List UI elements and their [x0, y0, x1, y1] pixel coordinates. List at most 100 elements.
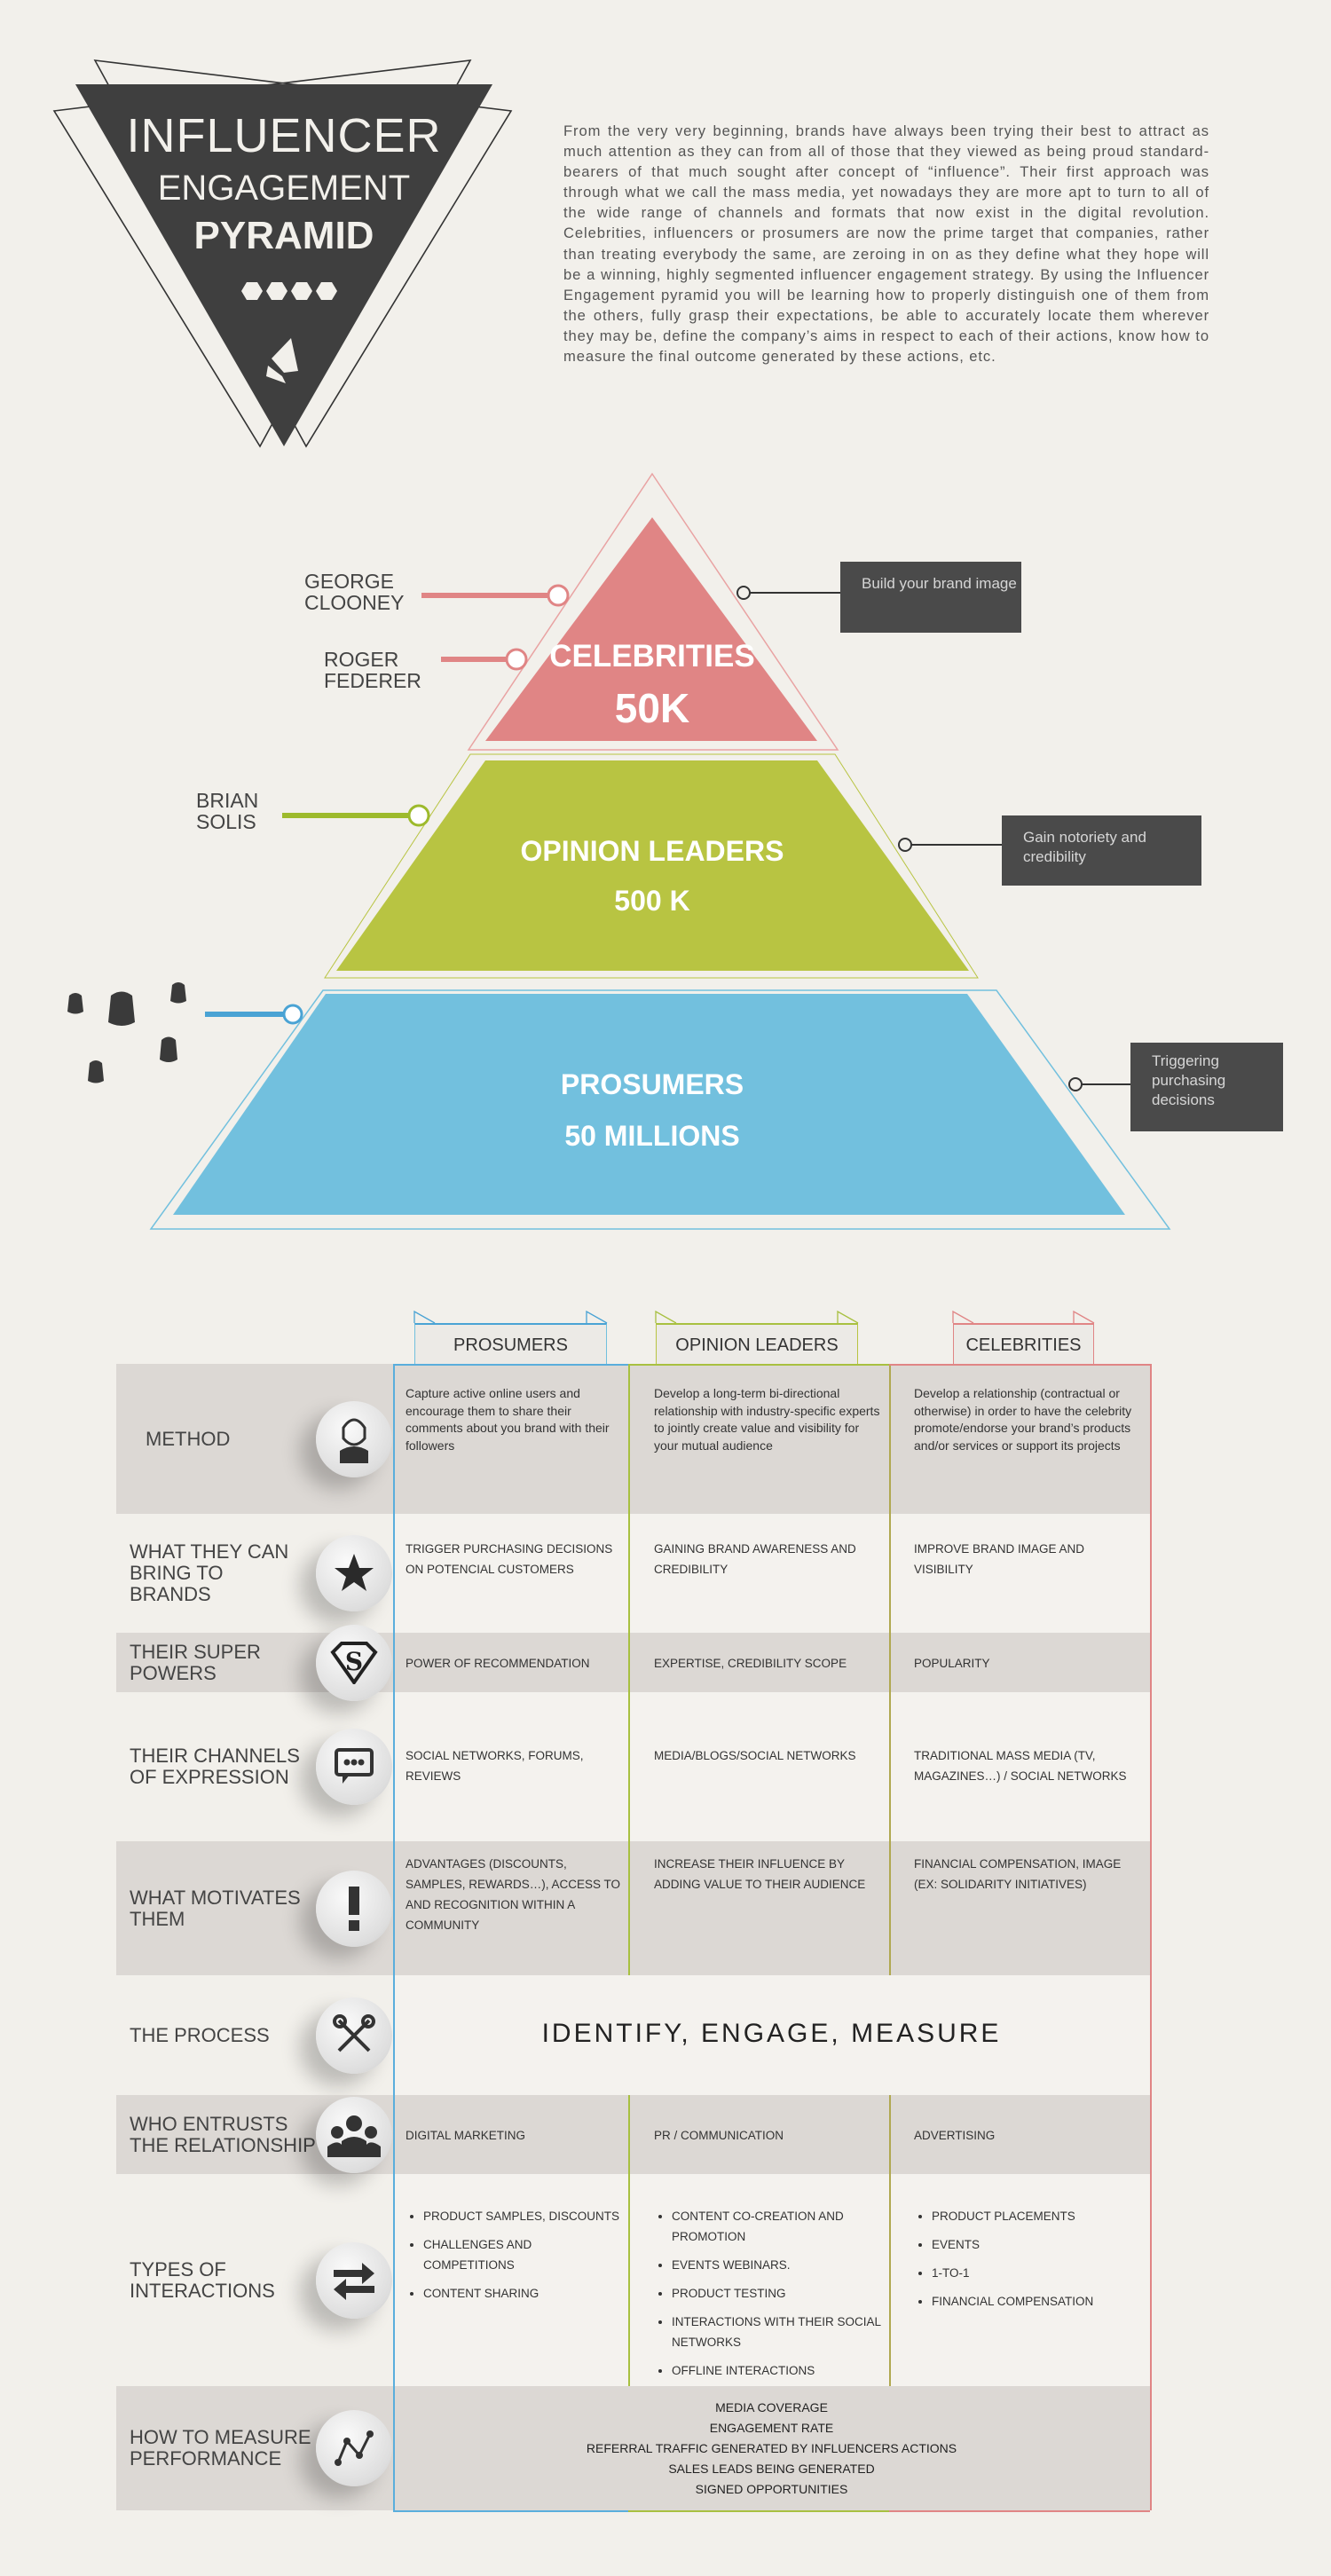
column-border: [889, 1364, 1150, 1366]
table-cell: CONTENT CO-CREATION AND PROMOTION EVENTS …: [654, 2206, 883, 2389]
table-cell: INCREASE THEIR INFLUENCE BY ADDING VALUE…: [654, 1857, 866, 1891]
prosumers-level: [173, 994, 1125, 1215]
list-item: 1-TO-1: [932, 2263, 1146, 2283]
list-item: CONTENT CO-CREATION AND PROMOTION: [672, 2206, 883, 2247]
measure-item: SALES LEADS BEING GENERATED: [668, 2462, 875, 2476]
table-row: [116, 1633, 1150, 1692]
table-cell: Capture active online users and encourag…: [406, 1386, 610, 1453]
tools-icon: [316, 1997, 392, 2074]
svg-text:S: S: [345, 1647, 363, 1676]
column-border: [889, 2510, 1150, 2512]
table-row: [393, 1692, 1150, 1841]
table-cell: SOCIAL NETWORKS, FORUMS, REVIEWS: [406, 1749, 584, 1783]
goal-box-celebrities: Build your brand image: [840, 562, 1021, 633]
opinion-leaders-count: 500 K: [614, 885, 690, 917]
chat-bubble-icon: [316, 1729, 392, 1805]
opinion-leaders-level: [336, 760, 969, 971]
table-cell: DIGITAL MARKETING: [406, 2128, 526, 2142]
hexagon-dots-icon: [241, 282, 337, 300]
measure-item: MEDIA COVERAGE: [715, 2400, 828, 2415]
list-item: PRODUCT SAMPLES, DISCOUNTS: [423, 2206, 623, 2226]
prosumers-outline: [149, 989, 1171, 1230]
table-cell: FINANCIAL COMPENSATION, IMAGE (EX: SOLID…: [914, 1857, 1122, 1891]
connector-dot: [407, 804, 430, 827]
column-header-celebrities: CELEBRITIES: [953, 1323, 1094, 1364]
list-item: CONTENT SHARING: [423, 2283, 623, 2304]
table-cell: TRADITIONAL MASS MEDIA (TV, MAGAZINES…) …: [914, 1749, 1127, 1783]
table-row: [393, 1514, 1150, 1633]
table-cell: TRIGGER PURCHASING DECISIONS ON POTENCIA…: [406, 1542, 613, 1576]
column-border: [628, 1364, 630, 1975]
opinion-leaders-label: OPINION LEADERS: [520, 835, 784, 867]
column-border: [628, 2510, 889, 2512]
list-item: FINANCIAL COMPENSATION: [932, 2291, 1146, 2312]
list-item: EVENTS WEBINARS.: [672, 2255, 883, 2275]
table-cell: EXPERTISE, CREDIBILITY SCOPE: [654, 1656, 847, 1670]
list-item: PRODUCT TESTING: [672, 2283, 883, 2304]
superhero-emblem-icon: S: [316, 1624, 392, 1701]
column-border: [1150, 1364, 1152, 2510]
column-border: [393, 1364, 628, 1366]
table-row: [116, 1841, 1150, 1975]
column-border: [889, 2095, 891, 2386]
measure-item: REFERRAL TRAFFIC GENERATED BY INFLUENCER…: [586, 2441, 957, 2455]
connector-dot: [547, 584, 570, 607]
measure-item: ENGAGEMENT RATE: [709, 2421, 834, 2435]
logo-title-line3: PYRAMID: [193, 214, 374, 257]
table-cell: Develop a relationship (contractual or o…: [914, 1386, 1132, 1453]
table-cell: IMPROVE BRAND IMAGE AND VISIBILITY: [914, 1542, 1085, 1576]
list-item: OFFLINE INTERACTIONS: [672, 2360, 883, 2381]
list-item: EVENTS: [932, 2234, 1146, 2255]
connector-dot: [282, 1004, 303, 1025]
goal-box-prosumers: Triggering purchasing decisions: [1130, 1043, 1283, 1131]
table-cell: PRODUCT PLACEMENTS EVENTS 1-TO-1FINANCIAL …: [914, 2206, 1146, 2320]
tab-flaps: [413, 1310, 1095, 1324]
measure-item: SIGNED OPPORTUNITIES: [695, 2482, 848, 2496]
list-item: CHALLENGES AND COMPETITIONS: [423, 2234, 623, 2275]
prosumers-label: PROSUMERS: [560, 1068, 744, 1100]
table-cell: ADVANTAGES (DISCOUNTS, SAMPLES, REWARDS……: [406, 1857, 621, 1932]
list-item: PRODUCT PLACEMENTS: [932, 2206, 1146, 2226]
table-cell: ADVERTISING: [914, 2128, 996, 2142]
team-icon: [316, 2096, 392, 2173]
table-cell: MEDIA/BLOGS/SOCIAL NETWORKS: [654, 1749, 856, 1762]
list-item: INTERACTIONS WITH THEIR SOCIAL NETWORKS: [672, 2312, 883, 2352]
table-row: [393, 1975, 1150, 2095]
goal-box-opinion-leaders: Gain notoriety and credibility: [1002, 815, 1201, 886]
table-cell: POWER OF RECOMMENDATION: [406, 1656, 590, 1670]
row-label-the-process: THE PROCESS: [130, 2023, 270, 2046]
table-row: [116, 1364, 1150, 1514]
pyramid-graphic: [67, 472, 1171, 1230]
celebrities-count: 50K: [614, 685, 690, 731]
celebrities-level: [485, 517, 817, 741]
prosumers-count: 50 MILLIONS: [564, 1120, 740, 1152]
process-statement: IDENTIFY, ENGAGE, MEASURE: [541, 2018, 1002, 2048]
person-icon: [316, 1400, 392, 1477]
column-header-prosumers: PROSUMERS: [414, 1323, 607, 1364]
table-cell: Develop a long-term bi-directional relat…: [654, 1386, 880, 1453]
column-border: [393, 1364, 395, 2510]
star-icon: [316, 1535, 392, 1611]
logo-title-line1: INFLUENCER: [126, 109, 442, 162]
intro-paragraph: From the very very beginning, brands hav…: [563, 122, 1209, 366]
table-cell: PRODUCT SAMPLES, DISCOUNTS CHALLENGES AND…: [406, 2206, 623, 2312]
pyramid-logo-icon: [266, 338, 298, 383]
logo-badge: [52, 59, 513, 448]
exclamation-icon: [316, 1870, 392, 1947]
table-row: [116, 2095, 1150, 2174]
column-border: [393, 2510, 628, 2512]
row-label-method: METHOD: [146, 1427, 231, 1450]
line-chart-icon: [316, 2410, 392, 2486]
logo-title-line2: ENGAGEMENT: [157, 169, 411, 208]
exchange-arrows-icon: [316, 2241, 392, 2319]
column-border: [628, 1364, 889, 1366]
opinion-leaders-outline: [324, 753, 979, 979]
